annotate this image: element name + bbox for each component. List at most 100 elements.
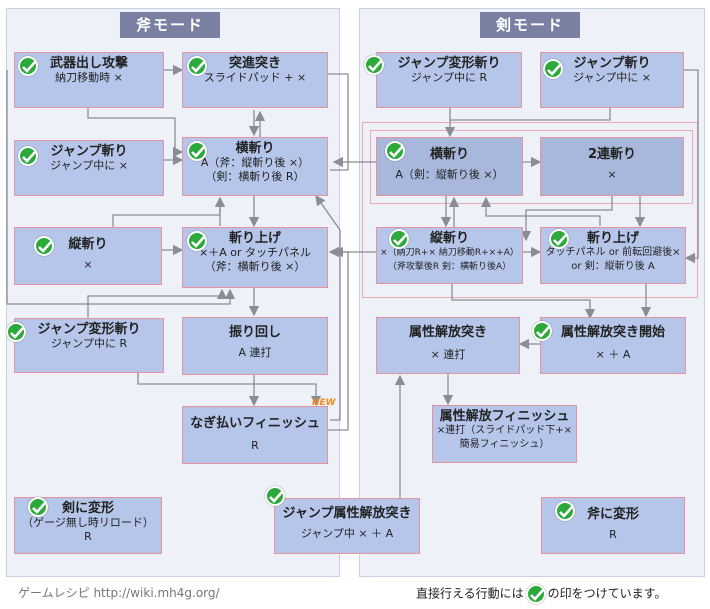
node-input: ジャンプ中に R bbox=[50, 337, 128, 350]
check-icon bbox=[187, 231, 207, 251]
node-input: ジャンプ中に × bbox=[573, 71, 651, 84]
source-credit: ゲームレシピ http://wiki.mh4g.org/ bbox=[18, 586, 220, 600]
node-input: A 連打 bbox=[238, 346, 272, 359]
legend-note-after: の印をつけています。 bbox=[547, 586, 667, 601]
node-title: 属性解放フィニッシュ bbox=[439, 409, 570, 424]
node-nagiharai[interactable]: なぎ払いフィニッシュ R bbox=[182, 406, 328, 464]
edge-side-kiriage bbox=[6, 70, 236, 305]
edge-nagi-yoko bbox=[315, 194, 341, 421]
node-input-2: （斧攻撃後R 剣：横斬り後A） bbox=[387, 262, 512, 272]
edge-tosshin-right bbox=[328, 73, 349, 171]
edge-tate-loop bbox=[112, 196, 226, 227]
legend-note: 直接行える行動には の印をつけています。 bbox=[416, 584, 666, 604]
node-input: × 連打 bbox=[430, 348, 466, 361]
check-icon bbox=[265, 486, 285, 506]
edge-jump-sw-right bbox=[450, 108, 611, 121]
node-input-2: R bbox=[84, 530, 92, 543]
node-furimawashi[interactable]: 振り回し A 連打 bbox=[182, 317, 328, 375]
node-title: 横斬り bbox=[235, 141, 275, 156]
node-title: なぎ払いフィニッシュ bbox=[190, 416, 320, 431]
node-title: 斬り上げ bbox=[586, 231, 639, 246]
edge-jhenkei-nagi bbox=[137, 373, 322, 407]
node-input-2: 簡易フィニッシュ） bbox=[459, 439, 550, 450]
check-icon bbox=[543, 59, 563, 79]
node-title: 斬り上げ bbox=[228, 231, 281, 246]
node-input: 納刀移動時 × bbox=[55, 71, 123, 84]
node-input: × bbox=[83, 258, 93, 271]
node-input: ×連打（スライドパッド下+× bbox=[436, 425, 573, 436]
node-title: 縦斬り bbox=[429, 231, 469, 246]
node-title: 2連斬り bbox=[587, 147, 637, 162]
node-title: 属性解放突き開始 bbox=[560, 325, 665, 340]
node-input: × ＋ A bbox=[595, 348, 631, 361]
node-input: A（剣：縦斬り後 ×） bbox=[395, 168, 504, 181]
node-tate-axe[interactable]: 縦斬り × bbox=[14, 227, 162, 285]
node-tosshin[interactable]: 突進突き スライドパッド + × bbox=[182, 52, 328, 108]
node-title: 斧に変形 bbox=[586, 507, 639, 522]
node-input: スライドパッド + × bbox=[203, 71, 307, 84]
edge-buki-loop bbox=[87, 108, 184, 158]
node-title: 振り回し bbox=[228, 325, 281, 340]
node-yoko-sword[interactable]: 横斬り A（剣：縦斬り後 ×） bbox=[376, 137, 523, 196]
node-input-2: （剣：横斬り後 R） bbox=[205, 170, 305, 183]
node-title: ジャンプ斬り bbox=[573, 56, 651, 71]
check-icon bbox=[6, 322, 26, 342]
edge-jhenkei-kiriage bbox=[87, 288, 228, 318]
node-input: ×＋A or タッチパネル bbox=[199, 246, 311, 259]
check-icon bbox=[389, 229, 409, 249]
check-icon bbox=[525, 584, 546, 604]
node-title: ジャンプ属性解放突き bbox=[282, 506, 412, 521]
edge-niren-tate bbox=[520, 196, 613, 242]
node-input: R bbox=[609, 528, 617, 541]
node-zokusei-finish[interactable]: 属性解放フィニッシュ ×連打（スライドパッド下+× 簡易フィニッシュ） bbox=[432, 405, 577, 463]
node-title: 横斬り bbox=[429, 147, 469, 162]
node-zokusei-start[interactable]: 属性解放突き開始 × ＋ A bbox=[540, 317, 686, 374]
node-title: 属性解放突き bbox=[408, 325, 487, 340]
node-input: ×（納刀R+× 納刀移動R+×+A） bbox=[380, 248, 519, 258]
edge-kiri-niren bbox=[480, 196, 601, 226]
check-icon bbox=[18, 146, 38, 166]
node-input-2: （斧：横斬り後 ×） bbox=[204, 260, 306, 273]
check-icon bbox=[364, 55, 384, 75]
check-icon bbox=[532, 321, 552, 341]
edge-jump-sw-side bbox=[684, 69, 699, 264]
legend-note-before: 直接行える行動には bbox=[416, 586, 524, 601]
check-icon bbox=[549, 229, 569, 249]
node-input: （ゲージ無し時リロード） bbox=[22, 516, 154, 529]
edge-tate-start bbox=[451, 284, 596, 320]
node-zokusei[interactable]: 属性解放突き × 連打 bbox=[376, 317, 520, 374]
check-icon bbox=[385, 141, 405, 161]
node-input: タッチパネル or 前転回避後× bbox=[545, 247, 681, 258]
node-jhenkei-sword[interactable]: ジャンプ変形斬り ジャンプ中に R bbox=[376, 52, 522, 108]
node-title: ジャンプ変形斬り bbox=[37, 322, 141, 337]
new-badge: NEW bbox=[312, 398, 336, 408]
check-icon bbox=[34, 236, 54, 256]
node-input: R bbox=[251, 439, 259, 452]
check-icon bbox=[187, 141, 207, 161]
node-title: 剣に変形 bbox=[61, 501, 114, 516]
node-input: ジャンプ中に R bbox=[410, 71, 488, 84]
check-icon bbox=[555, 501, 575, 521]
check-icon bbox=[187, 56, 207, 76]
node-jump-axe[interactable]: ジャンプ斬り ジャンプ中に × bbox=[14, 140, 164, 196]
node-input: A（斧：縦斬り後 ×） bbox=[200, 156, 310, 169]
check-icon bbox=[18, 56, 38, 76]
node-jhenkei-axe[interactable]: ジャンプ変形斬り ジャンプ中に R bbox=[14, 318, 164, 373]
node-jump-sword[interactable]: ジャンプ斬り ジャンプ中に × bbox=[540, 52, 684, 108]
axe-mode-title: 斧モード bbox=[120, 12, 220, 38]
node-title: ジャンプ斬り bbox=[50, 144, 128, 159]
node-niren[interactable]: 2連斬り × bbox=[540, 137, 684, 196]
node-input: ジャンプ中に × bbox=[50, 159, 128, 172]
sword-mode-title: 剣モード bbox=[480, 12, 580, 38]
node-title: 武器出し攻撃 bbox=[49, 56, 128, 71]
node-title: 縦斬り bbox=[68, 237, 108, 252]
node-input-2: or 剣：縦斬り後 A bbox=[571, 261, 655, 272]
sword-combo-highlight-inner bbox=[370, 130, 693, 204]
node-title: ジャンプ変形斬り bbox=[397, 56, 501, 71]
check-icon bbox=[28, 497, 48, 517]
node-input: × bbox=[607, 168, 617, 181]
node-input: ジャンプ中 × ＋ A bbox=[300, 527, 394, 540]
node-buki-dashi[interactable]: 武器出し攻撃 納刀移動時 × bbox=[14, 52, 164, 108]
node-jump-zokusei[interactable]: ジャンプ属性解放突き ジャンプ中 × ＋ A bbox=[274, 498, 420, 554]
